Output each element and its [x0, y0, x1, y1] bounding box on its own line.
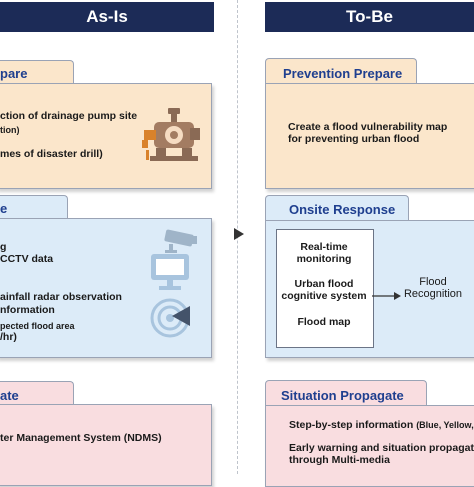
to-be-prepare-line2: for preventing urban flood	[288, 133, 420, 145]
as-is-prepare-tab	[0, 60, 74, 85]
radar-icon	[150, 296, 194, 340]
arrow-right-icon	[232, 226, 246, 242]
cctv-camera-icon	[163, 228, 201, 254]
response-item-realtime-1: Real-time	[300, 241, 348, 253]
as-is-response-line4: nformation	[0, 304, 55, 316]
as-is-response-line2: CCTV data	[0, 253, 54, 265]
to-be-response-title: Onsite Response	[289, 202, 396, 217]
as-is-response-line6: /hr)	[0, 331, 17, 343]
as-is-header: As-Is	[0, 2, 214, 32]
monitor-icon	[149, 252, 191, 292]
pump-icon	[140, 106, 204, 164]
as-is-propagate-line1: ter Management System (NDMS)	[0, 432, 162, 444]
to-be-propagate-line2: Early warning and situation propagation	[289, 442, 474, 454]
to-be-prepare-line1: Create a flood vulnerability map	[288, 121, 448, 133]
response-items-box	[276, 229, 374, 348]
response-item-floodmap: Flood map	[297, 316, 351, 328]
as-is-prepare-line1: ction of drainage pump site	[0, 110, 138, 122]
propagate-step-colors: (Blue, Yellow, Oran	[416, 420, 474, 430]
to-be-response-tab	[265, 195, 409, 222]
to-be-propagate-line3: through Multi-media	[289, 454, 390, 466]
to-be-propagate-tab	[265, 380, 427, 407]
to-be-propagate-title: Situation Propagate	[281, 388, 404, 403]
as-is-response-line5: pected flood area	[0, 321, 75, 331]
response-item-cognitive-1: Urban flood	[294, 278, 354, 290]
to-be-propagate-panel	[265, 405, 474, 487]
to-be-header: To-Be	[265, 2, 474, 32]
to-be-propagate-line1: Step-by-step information (Blue, Yellow, …	[289, 419, 474, 431]
as-is-prepare-title: pare	[0, 66, 28, 81]
to-be-prepare-title: Prevention Prepare	[283, 66, 403, 81]
flood-recognition-1: Flood	[419, 276, 447, 288]
to-be-prepare-panel	[265, 83, 474, 189]
response-item-realtime-2: monitoring	[296, 253, 352, 265]
as-is-propagate-tab	[0, 381, 74, 406]
propagate-step-info: Step-by-step information	[289, 419, 414, 431]
as-is-prepare-line3: mes of disaster drill)	[0, 148, 103, 160]
as-is-prepare-line2: tion)	[0, 125, 20, 135]
to-be-title: To-Be	[346, 7, 393, 26]
as-is-title: As-Is	[86, 7, 128, 26]
as-is-response-line1: g	[0, 241, 7, 253]
to-be-prepare-tab	[265, 58, 417, 85]
as-is-response-tab	[0, 195, 68, 220]
as-is-response-title: e	[0, 201, 8, 216]
as-is-response-line3: ainfall radar observation	[0, 291, 122, 303]
flood-recognition-2: Recognition	[403, 288, 463, 300]
response-item-cognitive-2: cognitive system	[281, 290, 367, 302]
as-is-propagate-title: ate	[0, 388, 19, 403]
to-recognition-arrow-icon	[372, 288, 402, 300]
